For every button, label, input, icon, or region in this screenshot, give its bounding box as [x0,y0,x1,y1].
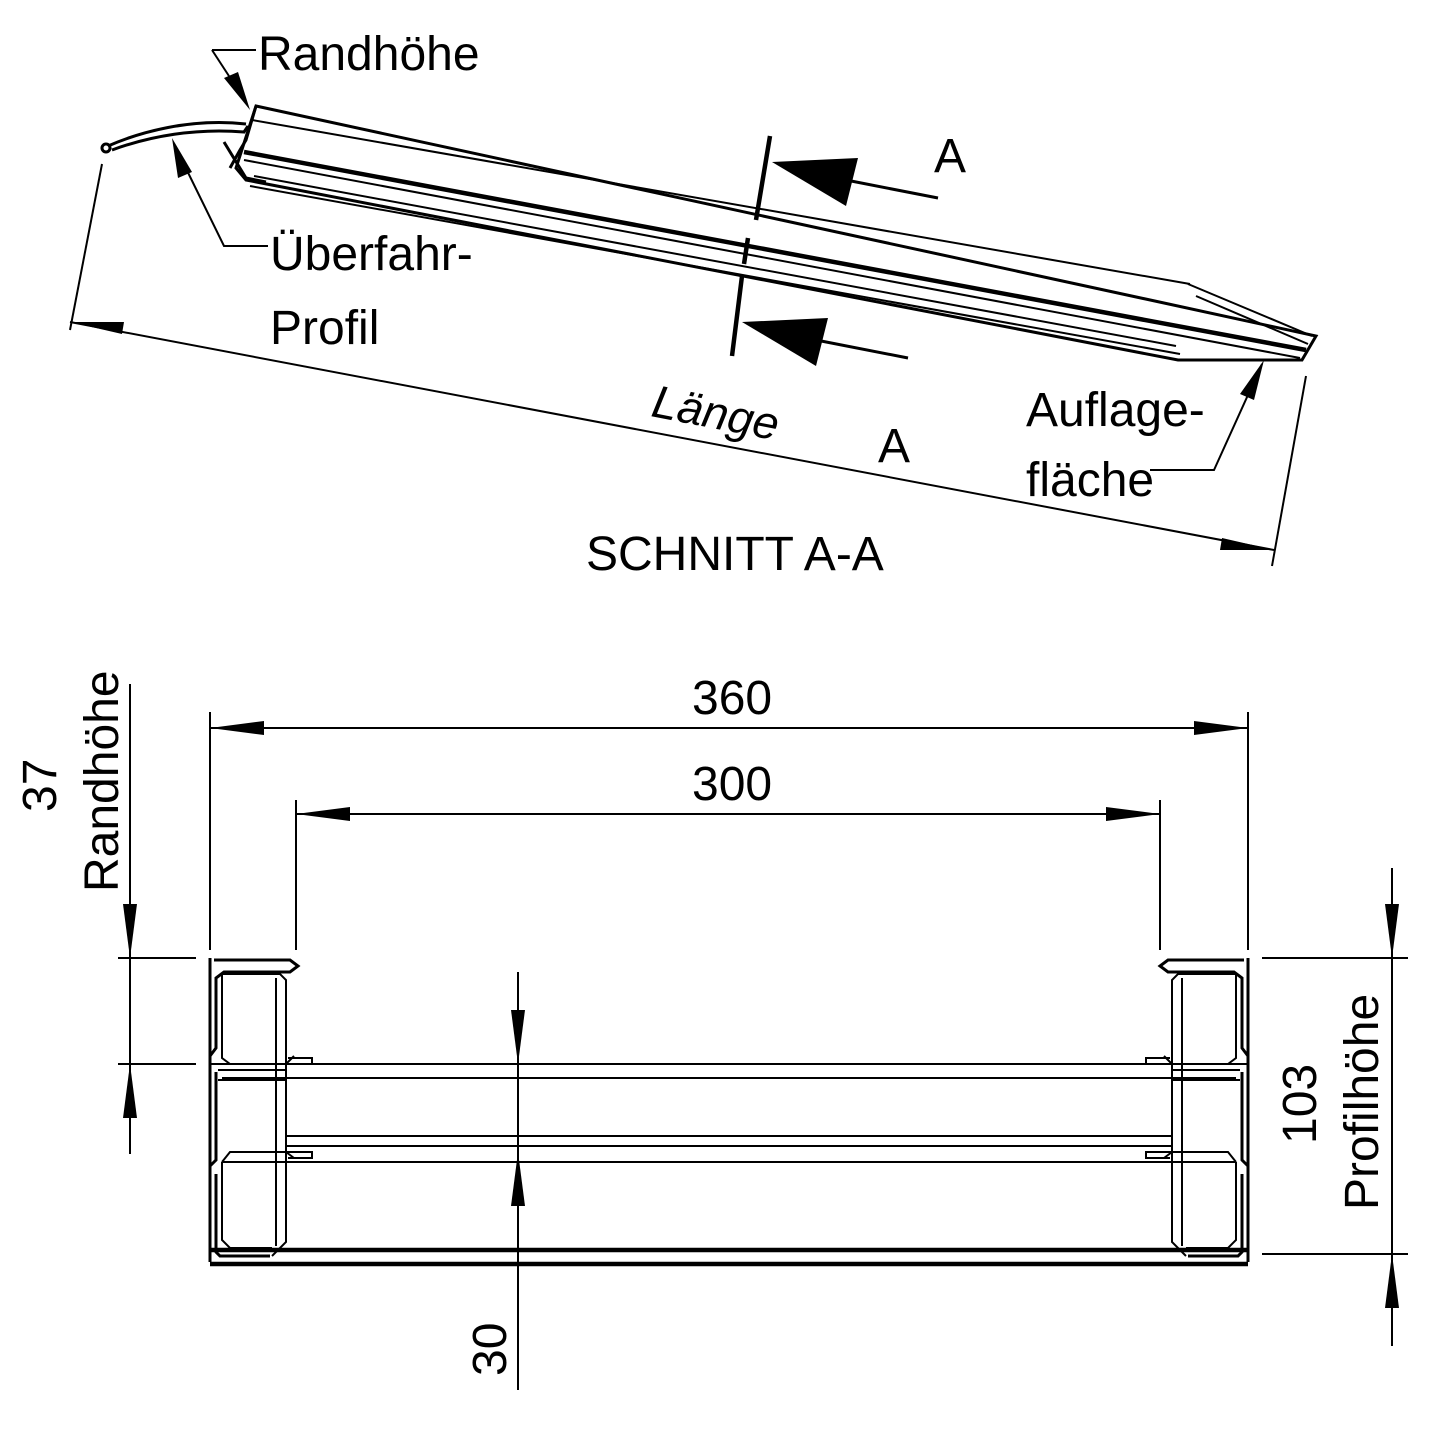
randhoehe-callout: Randhöhe [258,28,480,81]
dim-103-arrow-top [1385,904,1399,958]
section-line-top [753,135,773,221]
dim-30-arrow-top [511,1010,525,1064]
length-ext-left [69,163,103,331]
dim-103-label: Profilhöhe [1336,994,1389,1210]
dim-37-label: Randhöhe [76,670,129,892]
ramp-side-view: A A Länge Randhöhe Überfahr- Profil Aufl… [69,28,1319,581]
auflage-leader [1150,363,1263,471]
dim-360-arrow-right [1194,721,1248,735]
ramp-bottom-line [249,185,1181,355]
ueberfahr-label-1: Überfahr- [270,228,473,281]
dim-300-value: 300 [692,758,772,811]
profile-tip [100,142,112,154]
dim-103-value: 103 [1274,1064,1327,1144]
length-label: Länge [648,375,783,450]
cross-section-view: 360 300 37 Randhöhe [14,670,1408,1390]
section-arrow-top-shaft [845,178,939,200]
ramp-top-inner-line [251,119,1191,285]
dim-300-arrow-left [296,807,350,821]
length-dim-line [69,321,1275,551]
auflage-arrow [1240,360,1264,400]
right-side-inner [1145,973,1237,1257]
dim-37-value: 37 [14,759,67,812]
left-side-inner [221,973,313,1257]
section-marker-top: A [934,130,966,183]
auflage-label-1: Auflage- [1026,384,1205,437]
randhoehe-arrow [224,72,250,110]
ramp-tip-inner [1195,295,1309,345]
ramp-bottom-line-2 [253,175,1177,347]
ramp-center-line-2 [243,159,1301,359]
section-line-bottom [741,237,751,265]
auflage-label-2: fläche [1026,454,1154,507]
dim-103-arrow-bottom [1385,1254,1399,1308]
section-marker-bottom: A [878,420,910,473]
dim-30-arrow-bottom [511,1152,525,1206]
ramp-front-end [222,105,267,184]
dim-360-value: 360 [692,672,772,725]
length-arrow-left [70,322,124,334]
length-arrow-right [1220,538,1274,550]
ramp-beam-outline [234,104,1319,362]
length-ext-right [1271,375,1307,567]
right-side-profile [1157,958,1250,1262]
ueberfahr-profile-shape [107,121,250,152]
section-line-bottom-2 [729,275,745,357]
dim-37-arrow-top [123,904,137,958]
dim-360-arrow-left [210,721,264,735]
section-arrow-top [772,158,858,206]
dim-37-arrow-bottom [123,1064,137,1118]
ueberfahr-label-2: Profil [270,302,379,355]
left-side-profile [208,958,301,1262]
ramp-tip-top [1187,283,1313,337]
ueberfahr-leader [173,143,268,247]
dim-300-arrow-right [1106,807,1160,821]
section-title: SCHNITT A-A [586,528,884,581]
section-arrow-bottom [742,318,828,366]
right-side-inner-2 [1163,978,1240,1246]
left-side-inner-2 [218,978,295,1246]
section-arrow-bottom-shaft [815,338,909,360]
ueberfahr-arrow [172,138,192,178]
ramp-center-line [243,149,1307,353]
dim-30-value: 30 [464,1323,517,1376]
